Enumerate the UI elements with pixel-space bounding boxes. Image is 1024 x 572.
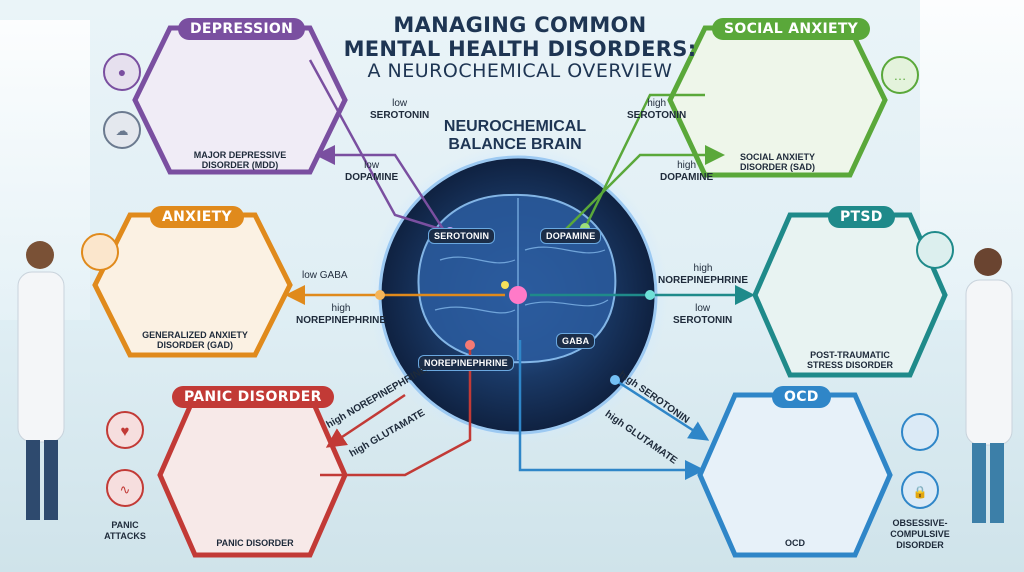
link-ocd-serotonin bbox=[614, 378, 710, 441]
label-ptsd: PTSD bbox=[828, 206, 895, 228]
label-depression: DEPRESSION bbox=[178, 18, 306, 40]
svg-text:♥: ♥ bbox=[121, 423, 130, 440]
clock-cycle-icon bbox=[916, 231, 954, 269]
lock-icon bbox=[901, 471, 939, 509]
label-social-anxiety: SOCIAL ANXIETY bbox=[712, 18, 871, 40]
link-social-dopamine bbox=[559, 145, 725, 236]
caption-panic-attacks: PANIC ATTACKS bbox=[104, 520, 146, 541]
hex-panic bbox=[157, 392, 348, 558]
title-line-3: A NEUROCHEMICAL OVERVIEW bbox=[367, 60, 673, 83]
svg-text:●: ● bbox=[118, 64, 126, 80]
brain-core-node bbox=[509, 286, 527, 304]
hex-anxiety bbox=[92, 212, 293, 358]
link-social-serotonin bbox=[583, 93, 705, 229]
doctor-left bbox=[17, 241, 65, 520]
chat-bubble-icon bbox=[881, 56, 919, 94]
title-line-2: MENTAL HEALTH DISORDERS: bbox=[343, 36, 697, 61]
hex-depression bbox=[132, 25, 348, 175]
brain-label-norepinephrine: NOREPINEPHRINE bbox=[418, 355, 514, 371]
brain-label-serotonin: SEROTONIN bbox=[428, 228, 496, 244]
title-line-1: MANAGING COMMON bbox=[393, 13, 647, 37]
rain-cloud-icon bbox=[103, 111, 141, 149]
link-ocd-main bbox=[518, 340, 705, 480]
caption-ocd-side: OBSESSIVE- COMPULSIVE DISORDER bbox=[890, 518, 950, 550]
link-panic-main bbox=[320, 345, 472, 477]
bottles-icon bbox=[901, 413, 939, 451]
label-panic-disorder: PANIC DISORDER bbox=[172, 386, 334, 408]
svg-text:☁: ☁ bbox=[116, 123, 129, 138]
svg-text:∿: ∿ bbox=[120, 482, 131, 497]
background-window-left bbox=[0, 20, 90, 320]
heartbeat-icon bbox=[106, 469, 144, 507]
balloon-icon bbox=[103, 53, 141, 91]
svg-text:🔒: 🔒 bbox=[913, 485, 928, 499]
link-depression-dopamine bbox=[315, 145, 447, 233]
label-ocd: OCD bbox=[772, 386, 831, 408]
doctor-right bbox=[965, 248, 1013, 523]
tangle-icon bbox=[81, 233, 119, 271]
svg-text:…: … bbox=[894, 68, 907, 83]
caption-ocd: OCD bbox=[785, 538, 805, 548]
hex-ptsd bbox=[752, 212, 948, 378]
hex-ocd bbox=[697, 392, 893, 558]
brain-label-gaba: GABA bbox=[556, 333, 596, 349]
page-title: MANAGING COMMON MENTAL HEALTH DISORDERS:… bbox=[330, 13, 710, 83]
link-panic-norepinephrine bbox=[325, 393, 406, 448]
heart-icon bbox=[106, 411, 144, 449]
brain-title: NEUROCHEMICAL BALANCE BRAIN bbox=[443, 118, 587, 154]
caption-panic-disorder: PANIC DISORDER bbox=[216, 538, 294, 548]
link-depression-serotonin bbox=[308, 59, 451, 234]
label-anxiety: ANXIETY bbox=[150, 206, 244, 228]
brain-label-dopamine: DOPAMINE bbox=[540, 228, 602, 244]
chem-anxiety-gaba: low GABA bbox=[302, 270, 348, 281]
